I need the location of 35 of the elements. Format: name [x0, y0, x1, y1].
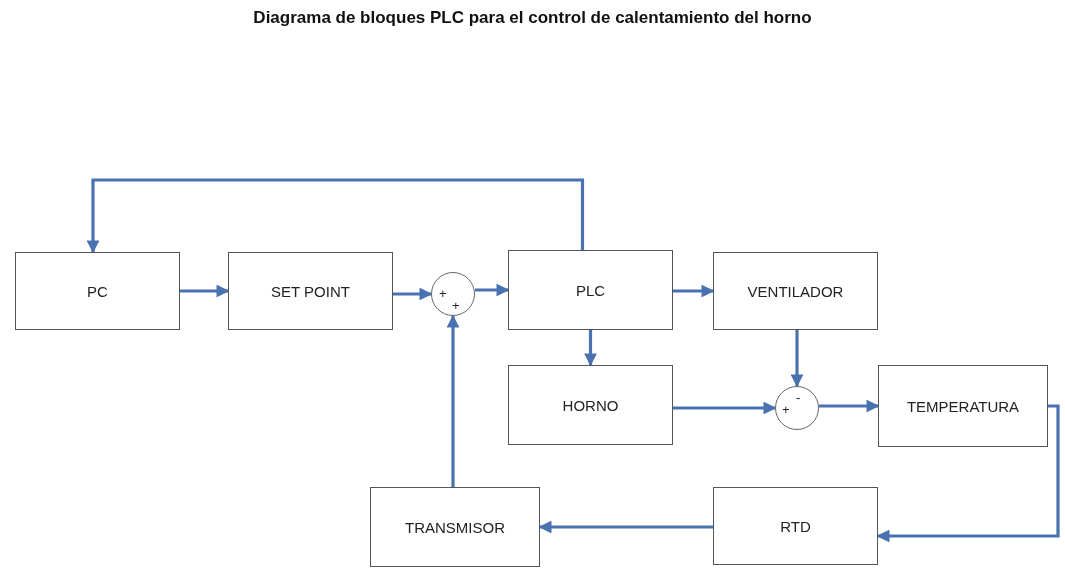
arrow [584, 330, 597, 367]
arrow [790, 330, 804, 388]
block-label: RTD [780, 517, 811, 535]
sign-label: - [796, 391, 801, 404]
block-label: VENTILADOR [747, 282, 844, 300]
arrow [538, 520, 713, 534]
sign-label: + [452, 299, 460, 312]
process-box [508, 250, 673, 330]
process-box [370, 487, 540, 567]
arrow [446, 314, 460, 487]
sign-label: + [439, 287, 447, 300]
arrow [673, 284, 715, 298]
process-box [713, 252, 878, 330]
block-label: PC [87, 282, 108, 300]
process-box [15, 252, 180, 330]
arrow [673, 401, 777, 415]
arrow [475, 283, 510, 297]
summing-junction [775, 386, 819, 430]
process-box [508, 365, 673, 445]
summing-junction [431, 272, 475, 316]
diagram-title: Diagrama de bloques PLC para el control de calentamiento del horno [252, 8, 813, 28]
sign-label: + [782, 403, 790, 416]
block-label: TEMPERATURA [906, 397, 1020, 415]
arrow [819, 399, 880, 413]
block-label: HORNO [562, 396, 619, 414]
arrow [180, 284, 230, 298]
process-box [878, 365, 1048, 447]
block-label: PLC [575, 281, 606, 299]
process-box [713, 487, 878, 565]
block-label: TRANSMISOR [405, 518, 505, 536]
arrow [876, 404, 1060, 543]
block-label: SET POINT [271, 282, 350, 300]
process-box [228, 252, 393, 330]
arrow [86, 178, 585, 254]
arrow [393, 287, 433, 301]
